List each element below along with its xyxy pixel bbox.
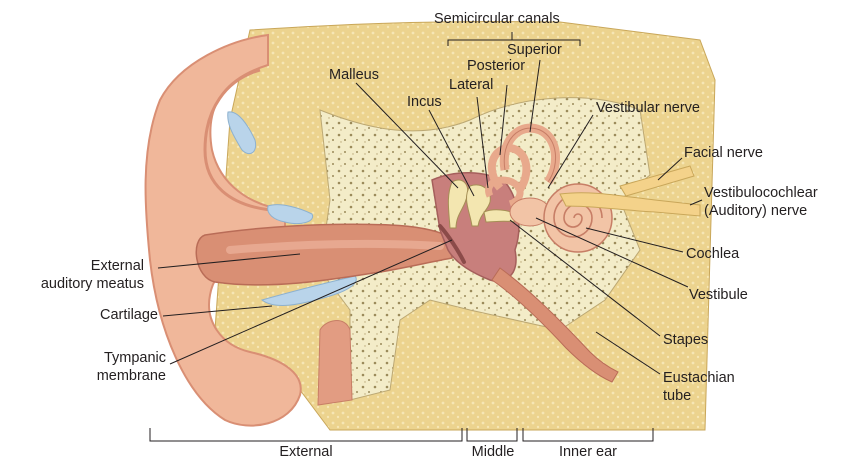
label-eustachian-2: tube xyxy=(663,388,691,405)
label-facial-nerve: Facial nerve xyxy=(684,145,763,162)
label-incus: Incus xyxy=(407,94,442,111)
label-semicircular-canals: Semicircular canals xyxy=(434,11,560,28)
label-tympanic-2: membrane xyxy=(97,368,166,385)
label-vestibule: Vestibule xyxy=(689,287,748,304)
label-external-meatus-2: auditory meatus xyxy=(41,276,144,293)
label-cartilage: Cartilage xyxy=(100,307,158,324)
label-vestibulocochlear-1: Vestibulocochlear xyxy=(704,185,818,202)
label-region-middle: Middle xyxy=(464,444,522,461)
label-region-inner: Inner ear xyxy=(552,444,624,461)
label-external-meatus-1: External xyxy=(91,258,144,275)
label-posterior: Posterior xyxy=(467,58,525,75)
label-vestibulocochlear-2: (Auditory) nerve xyxy=(704,203,807,220)
label-eustachian-1: Eustachian xyxy=(663,370,735,387)
label-vestibular-nerve: Vestibular nerve xyxy=(596,100,700,117)
label-tympanic-1: Tympanic xyxy=(104,350,166,367)
label-region-external: External xyxy=(276,444,336,461)
label-lateral: Lateral xyxy=(449,77,493,94)
label-stapes: Stapes xyxy=(663,332,708,349)
label-malleus: Malleus xyxy=(329,67,379,84)
label-cochlea: Cochlea xyxy=(686,246,739,263)
label-superior: Superior xyxy=(507,42,562,59)
lower-soft-tissue xyxy=(318,321,352,405)
